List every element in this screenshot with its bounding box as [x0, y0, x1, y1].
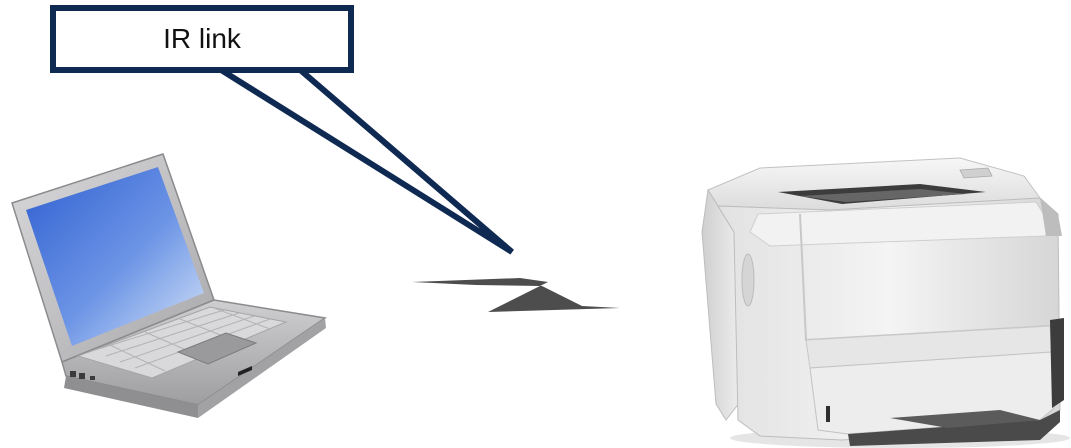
laptop-icon — [12, 154, 326, 418]
callout-box — [53, 8, 351, 70]
printer-icon — [702, 158, 1070, 448]
callout-pointer — [218, 68, 512, 252]
